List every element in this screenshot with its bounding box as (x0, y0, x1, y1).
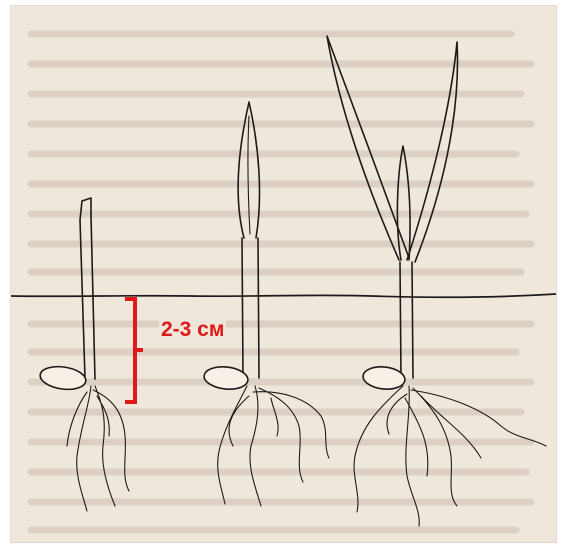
illustration-canvas (11, 6, 556, 542)
stage-2-roots (218, 386, 329, 506)
seedling-growth-illustration: 2-3 см (11, 6, 556, 542)
depth-label: 2-3 см (159, 318, 226, 342)
stage-1-seed (39, 364, 88, 392)
stage-3-stem (400, 262, 413, 378)
stage-1-roots (67, 386, 129, 511)
stage-3-seed (362, 365, 406, 391)
stage-3-left-leaf (327, 36, 409, 260)
seedling-stage-3 (327, 36, 546, 526)
stage-2-stem (242, 238, 259, 378)
stage-2-seed (203, 365, 249, 391)
background-text-texture (31, 34, 531, 530)
